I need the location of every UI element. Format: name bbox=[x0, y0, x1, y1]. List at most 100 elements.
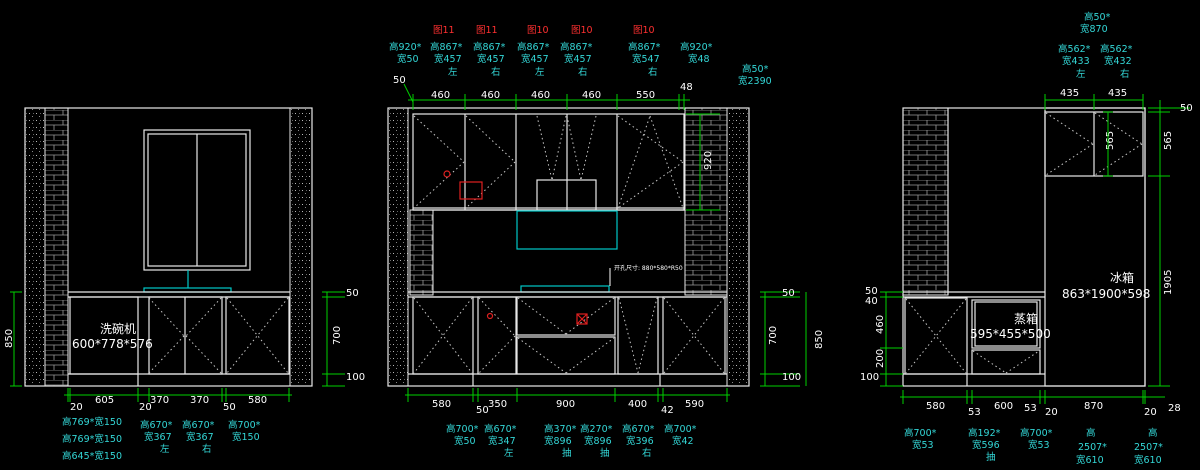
dim-20b: 20 bbox=[139, 402, 152, 413]
top-note-7a: 高920* bbox=[680, 41, 713, 53]
b-note-4c: 抽 bbox=[600, 447, 610, 459]
e3-dim-b-600: 600 bbox=[994, 401, 1013, 412]
dim-700: 700 bbox=[332, 326, 343, 345]
dim-top-460a: 460 bbox=[431, 90, 450, 101]
dim-850-left: 850 bbox=[4, 329, 15, 348]
e3-dim-l-50: 50 bbox=[865, 286, 878, 297]
e3-note-2c: 左 bbox=[1076, 68, 1086, 80]
dim-580: 580 bbox=[248, 395, 267, 406]
top-note-3b: 宽457 bbox=[477, 53, 505, 65]
b-note-3a: 高370* bbox=[544, 423, 577, 435]
top-note-7b: 宽48 bbox=[688, 53, 710, 65]
e3-dim-r-565: 565 bbox=[1163, 131, 1174, 150]
e3-note-2b: 宽433 bbox=[1062, 55, 1090, 67]
b-note-5b: 宽396 bbox=[626, 435, 654, 447]
e3-b-note-3a: 高700* bbox=[1020, 427, 1053, 439]
e3-b-note-4c: 宽610 bbox=[1076, 454, 1104, 466]
e3-b-note-5a: 高 bbox=[1148, 427, 1158, 439]
elevation-1-dishwasher-wall: 洗碗机 600*778*576 850 50 700 100 20 605 20… bbox=[4, 107, 365, 462]
b-note-4b: 宽896 bbox=[584, 435, 612, 447]
note-4a: 高700* bbox=[228, 419, 261, 431]
ref-fig-2: 图11 bbox=[476, 25, 498, 36]
e3-b-note-1a: 高700* bbox=[904, 427, 937, 439]
top-note-2b: 宽457 bbox=[434, 53, 462, 65]
note-2b: 宽367 bbox=[144, 431, 172, 443]
e3-dim-b-28: 28 bbox=[1168, 403, 1181, 414]
dim-565-inner: 565 bbox=[1105, 131, 1116, 150]
e3-dim-b-580: 580 bbox=[926, 401, 945, 412]
b-note-2a: 高670* bbox=[484, 423, 517, 435]
fridge-label: 冰箱 bbox=[1110, 270, 1134, 285]
top-note-5a: 高867* bbox=[560, 41, 593, 53]
b-note-5c: 右 bbox=[642, 447, 652, 459]
e3-note-3a: 高562* bbox=[1100, 43, 1133, 55]
e3-dim-l-40: 40 bbox=[865, 296, 878, 307]
b-note-6b: 宽42 bbox=[672, 435, 694, 447]
dim-100: 100 bbox=[346, 372, 365, 383]
dim-370a: 370 bbox=[150, 395, 169, 406]
dim-r-850: 850 bbox=[814, 330, 825, 349]
b-note-2c: 左 bbox=[504, 447, 514, 459]
e3-dim-435a: 435 bbox=[1060, 88, 1079, 99]
dim-b-42: 42 bbox=[661, 405, 674, 416]
top-note-8b: 宽2390 bbox=[738, 75, 772, 87]
top-note-3a: 高867* bbox=[473, 41, 506, 53]
dim-b-400: 400 bbox=[628, 399, 647, 410]
dim-b-50: 50 bbox=[476, 405, 489, 416]
dim-370b: 370 bbox=[190, 395, 209, 406]
dim-920: 920 bbox=[703, 151, 714, 170]
e3-b-note-1b: 宽53 bbox=[912, 439, 934, 451]
note-3b: 宽367 bbox=[186, 431, 214, 443]
e3-note-2a: 高562* bbox=[1058, 43, 1091, 55]
hood-cutout-note: 开孔尺寸: 880*580*R50 bbox=[614, 264, 683, 272]
e3-dim-l-100: 100 bbox=[860, 372, 879, 383]
b-note-1a: 高700* bbox=[446, 423, 479, 435]
b-note-3b: 宽896 bbox=[544, 435, 572, 447]
b-note-3c: 抽 bbox=[562, 447, 572, 459]
e3-dim-r-1905: 1905 bbox=[1163, 270, 1174, 295]
b-note-2b: 宽347 bbox=[488, 435, 516, 447]
e3-note-1a: 高50* bbox=[1084, 11, 1111, 23]
steamer-size: 595*455*500 bbox=[970, 327, 1051, 341]
top-note-4a: 高867* bbox=[517, 41, 550, 53]
dim-top-48: 48 bbox=[680, 82, 693, 93]
top-note-6c: 右 bbox=[648, 66, 658, 78]
dim-605: 605 bbox=[95, 395, 114, 406]
e3-b-note-2a: 高192* bbox=[968, 427, 1001, 439]
e3-dim-b-870: 870 bbox=[1084, 401, 1103, 412]
e3-dim-b-20a: 20 bbox=[1045, 407, 1058, 418]
note-3a: 高670* bbox=[182, 419, 215, 431]
top-note-2c: 左 bbox=[448, 66, 458, 78]
top-note-3c: 右 bbox=[491, 66, 501, 78]
e3-dim-435b: 435 bbox=[1108, 88, 1127, 99]
top-note-4b: 宽457 bbox=[521, 53, 549, 65]
note-1a: 高769*宽150 bbox=[62, 416, 122, 428]
top-note-1b: 宽50 bbox=[397, 53, 419, 65]
dim-50b: 50 bbox=[223, 402, 236, 413]
dim-top-460c: 460 bbox=[531, 90, 550, 101]
elevation-3-fridge-wall: 565 冰箱 863*1900*598 蒸箱 595*455*500 高50* … bbox=[860, 11, 1193, 466]
e3-dim-b-53b: 53 bbox=[1024, 403, 1037, 414]
dim-top-460b: 460 bbox=[481, 90, 500, 101]
elevation-2-stove-wall: 开孔尺寸: 880*580*R50 图11 图11 图10 图10 图10 高9… bbox=[387, 25, 825, 459]
top-note-2a: 高867* bbox=[430, 41, 463, 53]
top-note-1a: 高920* bbox=[389, 41, 422, 53]
dim-b-590: 590 bbox=[685, 399, 704, 410]
b-note-4a: 高270* bbox=[580, 423, 613, 435]
dim-top-50: 50 bbox=[393, 75, 406, 86]
e3-b-note-4a: 高 bbox=[1086, 427, 1096, 439]
dim-top-550: 550 bbox=[636, 90, 655, 101]
note-1c: 高645*宽150 bbox=[62, 450, 122, 462]
e3-b-note-5b: 2507* bbox=[1134, 442, 1163, 453]
dim-top-460d: 460 bbox=[582, 90, 601, 101]
e3-dim-b-20b: 20 bbox=[1144, 407, 1157, 418]
fridge-size: 863*1900*598 bbox=[1062, 287, 1150, 301]
e3-note-1b: 宽870 bbox=[1080, 23, 1108, 35]
dishwasher-label: 洗碗机 bbox=[100, 321, 136, 336]
ref-fig-1: 图11 bbox=[433, 25, 455, 36]
ref-fig-3: 图10 bbox=[527, 25, 549, 36]
ref-fig-5: 图10 bbox=[633, 25, 655, 36]
e3-b-note-2c: 抽 bbox=[986, 451, 996, 463]
e3-dim-b-53a: 53 bbox=[968, 407, 981, 418]
